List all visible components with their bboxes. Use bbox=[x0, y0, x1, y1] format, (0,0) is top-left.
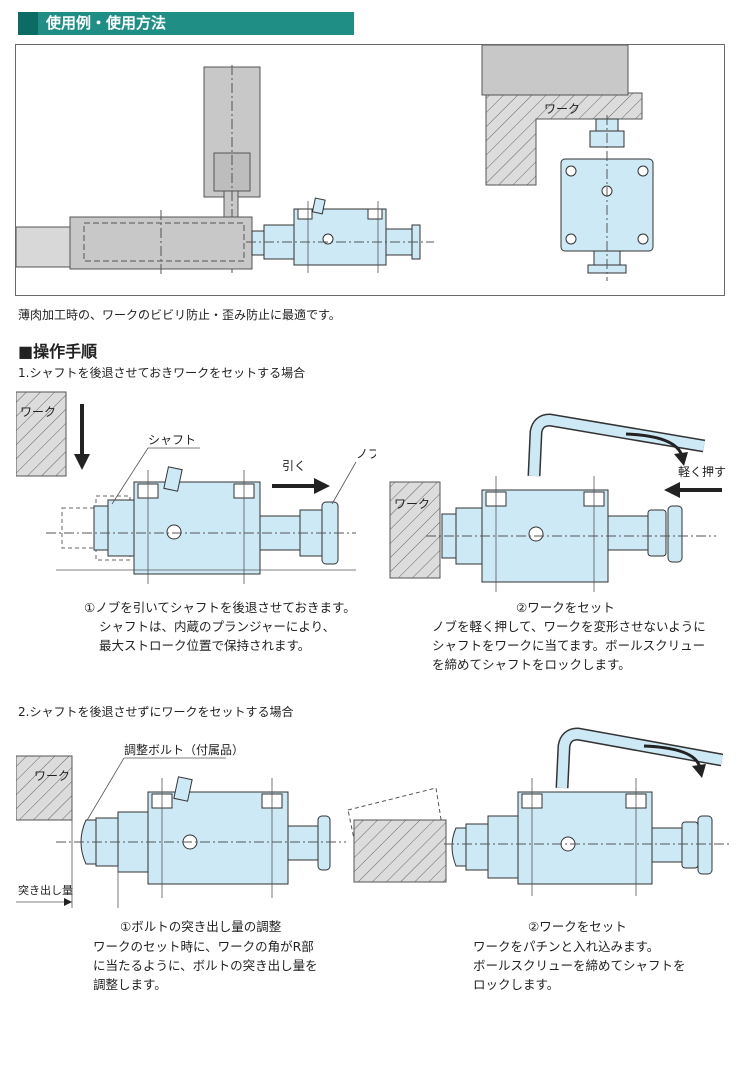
adjust-bolt-label: 調整ボルト（付属品） bbox=[124, 742, 244, 757]
case1-left-caption-1: ①ノブを引いてシャフトを後退させておきます。 bbox=[84, 600, 356, 615]
usage-example-illustration: ワーク bbox=[15, 44, 654, 281]
workpiece-label: ワーク bbox=[20, 405, 56, 419]
case2-left-caption-1: ①ボルトの突き出し量の調整 bbox=[120, 919, 282, 934]
push-arrow-head bbox=[664, 482, 680, 498]
hex-wrench bbox=[529, 415, 705, 477]
plunger bbox=[528, 526, 544, 542]
rotate-arrow-head bbox=[674, 452, 688, 466]
case2-right-diagram bbox=[347, 727, 732, 896]
rotate-arrow bbox=[625, 432, 684, 457]
mount-hole-br bbox=[637, 233, 649, 245]
device-screw-left bbox=[297, 208, 313, 220]
case2-title: 2.シャフトを後退させずにワークをセットする場合 bbox=[18, 705, 294, 719]
knob bbox=[317, 815, 331, 871]
rotate-arrow-head bbox=[692, 764, 706, 778]
adjust-bolt bbox=[93, 505, 109, 551]
case1-left-caption-3: 最大ストローク位置で保持されます。 bbox=[99, 638, 311, 653]
case2-left-diagram: ワーク 調整ボルト（付属品） 突き出し量 bbox=[16, 742, 346, 908]
dim-arrow-head bbox=[64, 898, 72, 906]
case1-title: 1.シャフトを後退させておきワークをセットする場合 bbox=[18, 366, 306, 380]
device-nut bbox=[107, 499, 135, 557]
shaft-collar bbox=[681, 821, 699, 869]
rotate-arrow bbox=[643, 744, 702, 769]
knob-leader bbox=[331, 461, 357, 505]
case2-right-caption-4: ロックします。 bbox=[473, 977, 560, 992]
procedure-title: ■操作手順 bbox=[18, 342, 98, 361]
down-arrow-head bbox=[74, 454, 90, 470]
ball-screw bbox=[163, 466, 183, 492]
shaft bbox=[607, 515, 649, 551]
device-tip bbox=[251, 230, 265, 256]
workpiece-label: ワーク bbox=[394, 497, 430, 511]
case2-right-caption-1: ②ワークをセット bbox=[528, 919, 627, 934]
shaft bbox=[651, 827, 683, 863]
case2-right-caption-3: ボールスクリューを締めてシャフトを bbox=[473, 958, 686, 973]
usage-description: 薄肉加工時の、ワークのビビリ防止・歪み防止に最適です。 bbox=[18, 308, 341, 322]
case2-left-caption-4: 調整します。 bbox=[93, 977, 167, 992]
mount-hole-tr bbox=[637, 165, 649, 177]
shaft-leader-slant bbox=[111, 447, 149, 505]
workpiece bbox=[389, 481, 441, 579]
workpiece-label: ワーク bbox=[34, 769, 70, 783]
case1-right-diagram: ワーク 軽く押す bbox=[389, 413, 726, 592]
base-block bbox=[15, 226, 72, 268]
shaft-collar bbox=[647, 509, 667, 557]
pull-arrow-head bbox=[314, 478, 330, 494]
hex-wrench bbox=[557, 729, 723, 789]
adjust-bolt-head bbox=[451, 827, 467, 867]
ball-screw bbox=[173, 776, 193, 802]
pull-label: 引く bbox=[282, 459, 306, 473]
retracted-nut-ghost bbox=[61, 507, 97, 549]
shaft-label: シャフト bbox=[148, 433, 196, 447]
case1-right-caption-3: シャフトをワークに当てます。ボールスクリュー bbox=[432, 638, 706, 653]
knob-label: ノブ bbox=[356, 446, 376, 461]
usage-example-panel: ワーク bbox=[15, 44, 725, 296]
case2-left-caption-2: ワークのセット時に、ワークの角がR部 bbox=[93, 939, 314, 954]
device-collar bbox=[487, 815, 519, 879]
case2-right-caption-2: ワークをパチンと入れ込みます。 bbox=[473, 939, 660, 954]
push-label: 軽く押す bbox=[678, 465, 726, 479]
mount-hole-bl bbox=[565, 233, 577, 245]
knob bbox=[697, 815, 713, 875]
machine-frame bbox=[481, 44, 629, 96]
case1-left-diagram: ワーク シャフト 引く ノブ bbox=[16, 391, 376, 584]
mount-hole-tl bbox=[565, 165, 577, 177]
case2-left-caption-3: に当たるように、ボルトの突き出し量を bbox=[93, 958, 318, 973]
case1-right-caption-4: を締めてシャフトをロックします。 bbox=[432, 657, 631, 672]
device-screw-right bbox=[367, 208, 383, 220]
shaft bbox=[287, 825, 319, 861]
section-header-bar bbox=[18, 12, 354, 35]
workpiece bbox=[16, 755, 73, 821]
knob bbox=[667, 505, 683, 563]
bolt-leader-slant bbox=[85, 757, 125, 823]
device-nut bbox=[465, 823, 489, 871]
protrusion-label: 突き出し量 bbox=[18, 883, 73, 897]
plunger bbox=[166, 524, 182, 540]
case1-right-caption-1: ②ワークをセット bbox=[516, 600, 615, 615]
case1-left-caption-2: シャフトは、内蔵のプランジャーにより、 bbox=[99, 619, 336, 634]
workpiece bbox=[16, 391, 67, 477]
section-header-title: 使用例・使用方法 bbox=[46, 14, 167, 32]
section-header-tab bbox=[18, 12, 38, 35]
workpiece-label: ワーク bbox=[544, 102, 580, 116]
device-lock-screw bbox=[311, 197, 326, 215]
case1-right-caption-2: ノブを軽く押して、ワークを変形させないように bbox=[432, 619, 706, 634]
workpiece bbox=[353, 819, 447, 883]
